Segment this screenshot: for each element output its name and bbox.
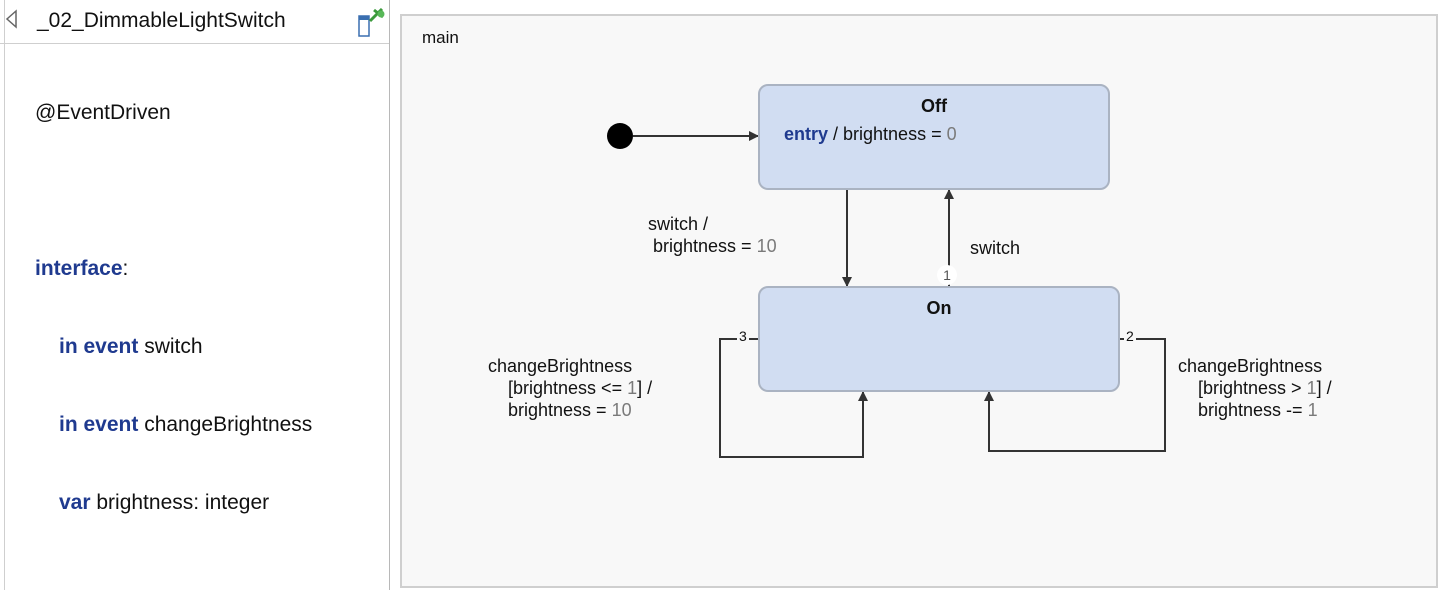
effect-line: brightness = 10 xyxy=(648,235,777,257)
guard-value: 1 xyxy=(1306,378,1317,398)
declaration-keyword: in event xyxy=(59,413,139,436)
priority-badge: 3 xyxy=(737,328,749,344)
transition-self-right[interactable] xyxy=(984,338,1166,452)
definition-code[interactable]: @EventDriven interface: in event switch … xyxy=(35,48,312,568)
guard-value: 1 xyxy=(627,378,638,398)
region-name: main xyxy=(422,28,459,47)
initial-state-dot[interactable] xyxy=(607,123,633,149)
priority-badge: 2 xyxy=(1124,328,1136,344)
effect-line: brightness -= 1 xyxy=(1178,399,1332,421)
panel-edge xyxy=(4,0,5,590)
declaration-line: in event switch xyxy=(35,334,312,360)
guard-line: [brightness <= 1] / xyxy=(488,377,652,399)
declaration-text: switch xyxy=(138,335,203,358)
declaration-text: changeBrightness xyxy=(138,413,313,436)
effect-value: 10 xyxy=(756,236,777,256)
state-name: Off xyxy=(921,96,947,116)
effect-value: 1 xyxy=(1307,400,1318,420)
guard-close: ] / xyxy=(1316,378,1332,398)
annotation-line: @EventDriven xyxy=(35,101,171,124)
interface-keyword: interface xyxy=(35,257,123,280)
pin-icon[interactable] xyxy=(356,7,388,43)
declaration-line: in event changeBrightness xyxy=(35,412,312,438)
trigger-text: changeBrightness xyxy=(1178,356,1323,376)
effect-text: brightness -= xyxy=(1178,400,1308,420)
declaration-text: brightness: integer xyxy=(90,491,270,514)
guard-text: [brightness <= xyxy=(488,378,628,398)
effect-text: brightness = xyxy=(648,236,757,256)
trigger-text: changeBrightness xyxy=(488,356,633,376)
statechart-title: _02_DimmableLightSwitch xyxy=(37,9,286,32)
priority-badge: 1 xyxy=(937,265,957,285)
state-name: On xyxy=(926,298,952,318)
entry-action: entry / brightness = 0 xyxy=(784,124,957,145)
collapse-triangle-icon[interactable] xyxy=(4,9,18,34)
trigger-text: switch / xyxy=(648,214,709,234)
guard-line: [brightness > 1] / xyxy=(1178,377,1332,399)
effect-text: brightness = xyxy=(488,400,612,420)
panel-header: _02_DimmableLightSwitch xyxy=(0,0,389,44)
declaration-line: var brightness: integer xyxy=(35,490,312,516)
state-on[interactable]: On xyxy=(758,286,1120,392)
entry-action-text: / brightness = xyxy=(828,124,947,144)
definition-panel: _02_DimmableLightSwitch @EventDriven int… xyxy=(0,0,390,590)
entry-keyword: entry xyxy=(784,124,829,144)
effect-line: brightness = 10 xyxy=(488,399,652,421)
transition-label-self-right[interactable]: changeBrightness [brightness > 1] / brig… xyxy=(1178,355,1332,421)
declaration-keyword: var xyxy=(59,491,91,514)
declaration-keyword: in event xyxy=(59,335,139,358)
state-off[interactable]: Off entry / brightness = 0 xyxy=(758,84,1110,190)
transition-label-off-to-on[interactable]: switch / brightness = 10 xyxy=(648,213,777,257)
entry-value: 0 xyxy=(946,124,957,144)
guard-text: [brightness > xyxy=(1178,378,1307,398)
interface-line: interface: xyxy=(35,256,312,282)
transition-label-self-left[interactable]: changeBrightness [brightness <= 1] / bri… xyxy=(488,355,652,421)
effect-value: 10 xyxy=(611,400,632,420)
interface-colon: : xyxy=(122,257,129,280)
transition-label-on-to-off[interactable]: switch xyxy=(970,238,1021,258)
guard-close: ] / xyxy=(637,378,653,398)
transition-self-left[interactable] xyxy=(719,338,868,458)
